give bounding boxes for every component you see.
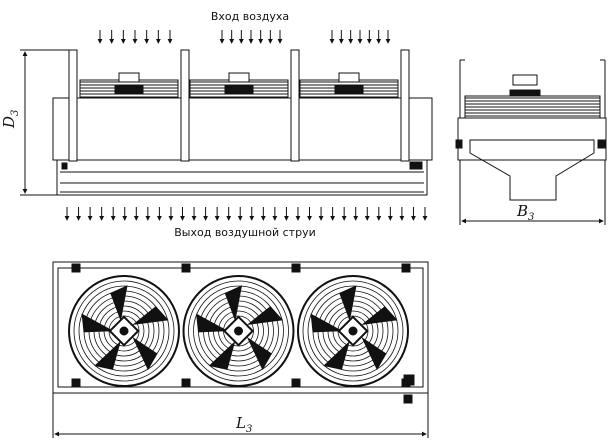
fan-hub-center <box>234 326 243 336</box>
fan-blade <box>196 313 229 333</box>
side-coil-housing <box>457 117 607 161</box>
fan-grille-ring <box>188 280 289 382</box>
svg-text:D3: D3 <box>0 110 21 129</box>
fan-blade <box>224 285 243 322</box>
fan-blade <box>94 340 121 370</box>
length-dim-letter: L <box>235 414 246 432</box>
fan <box>182 275 295 387</box>
fan-blade <box>132 306 169 325</box>
fan-blade <box>361 306 398 325</box>
plan-inner-frame <box>57 267 424 388</box>
drain-fitting <box>61 162 68 170</box>
width-dim-sub: 3 <box>528 212 534 223</box>
fan <box>68 275 180 387</box>
fan-blade <box>132 336 158 371</box>
fan-blade <box>110 285 128 322</box>
fan-blade <box>81 313 114 333</box>
fan-hub-center <box>348 326 358 336</box>
junction-box <box>403 374 415 386</box>
fan-blade <box>246 306 284 325</box>
mounting-bracket <box>291 263 301 273</box>
length-dim-sub: 3 <box>246 424 252 435</box>
fan-blade-profile <box>334 85 364 95</box>
fan-grille-ring <box>307 285 399 377</box>
fan-grille-ring <box>78 285 170 377</box>
fan-grille-ring <box>302 280 404 382</box>
air-outlet-label: Выход воздушной струи <box>174 226 315 239</box>
svg-text:L3: L3 <box>235 414 252 435</box>
side-outlet-hopper <box>469 139 595 201</box>
mounting-post <box>400 49 410 162</box>
fan-motor <box>118 72 140 83</box>
air-inlet-label: Вход воздуха <box>211 10 289 23</box>
depth-dim-letter: D <box>0 116 18 129</box>
fan-grille-ring <box>182 275 295 387</box>
fan-motor <box>338 72 360 83</box>
mounting-bracket <box>291 378 301 388</box>
depth-dim-sub: 3 <box>10 110 21 116</box>
fan-grille-ring <box>193 285 284 377</box>
mounting-posts <box>68 49 410 162</box>
fan-blade-profile <box>509 89 541 97</box>
front-outlet-housing <box>56 159 428 196</box>
svg-text:B3: B3 <box>516 202 534 223</box>
mounting-bracket <box>181 263 191 273</box>
fan-grille-ring <box>73 280 175 382</box>
mounting-bracket <box>71 378 81 388</box>
front-fan-guards <box>79 72 399 99</box>
pipe-connection <box>597 139 607 149</box>
mounting-bracket <box>401 263 411 273</box>
air-inlet-arrows <box>97 30 391 44</box>
front-view <box>52 49 433 196</box>
mounting-post <box>180 49 190 162</box>
fan-blade-profile <box>224 85 254 95</box>
mounting-post <box>290 49 300 162</box>
mounting-bracket <box>181 378 191 388</box>
fan-blade <box>361 336 387 371</box>
fan-blade <box>323 340 350 370</box>
depth-dimension: D3 <box>0 49 70 196</box>
fan <box>297 275 409 387</box>
fan-blade <box>339 285 357 322</box>
pipe-connection <box>403 394 413 404</box>
air-outlet-arrows <box>64 207 428 221</box>
fan-motor <box>228 72 250 83</box>
fan-hub-center <box>119 326 129 336</box>
front-coil-housing <box>52 97 433 161</box>
side-fan-guard <box>464 74 601 119</box>
fan-grille-ring <box>68 275 180 387</box>
fan-motor <box>512 74 538 86</box>
mounting-bracket <box>71 263 81 273</box>
mounting-post <box>68 49 78 162</box>
fan-blade <box>208 340 236 370</box>
side-view <box>455 59 607 201</box>
plan-view <box>52 261 429 404</box>
length-dimension: L3 <box>52 393 429 438</box>
fan-blade <box>246 336 273 371</box>
width-dimension: B3 <box>459 160 606 225</box>
fan-blade <box>310 313 343 333</box>
plan-fans <box>68 275 409 387</box>
plan-housing <box>52 261 429 394</box>
pipe-connection <box>409 161 423 170</box>
fan-grille-ring <box>297 275 409 387</box>
width-dim-letter: B <box>516 202 528 220</box>
fan-blade-profile <box>114 85 144 95</box>
drain-fitting <box>455 139 463 149</box>
